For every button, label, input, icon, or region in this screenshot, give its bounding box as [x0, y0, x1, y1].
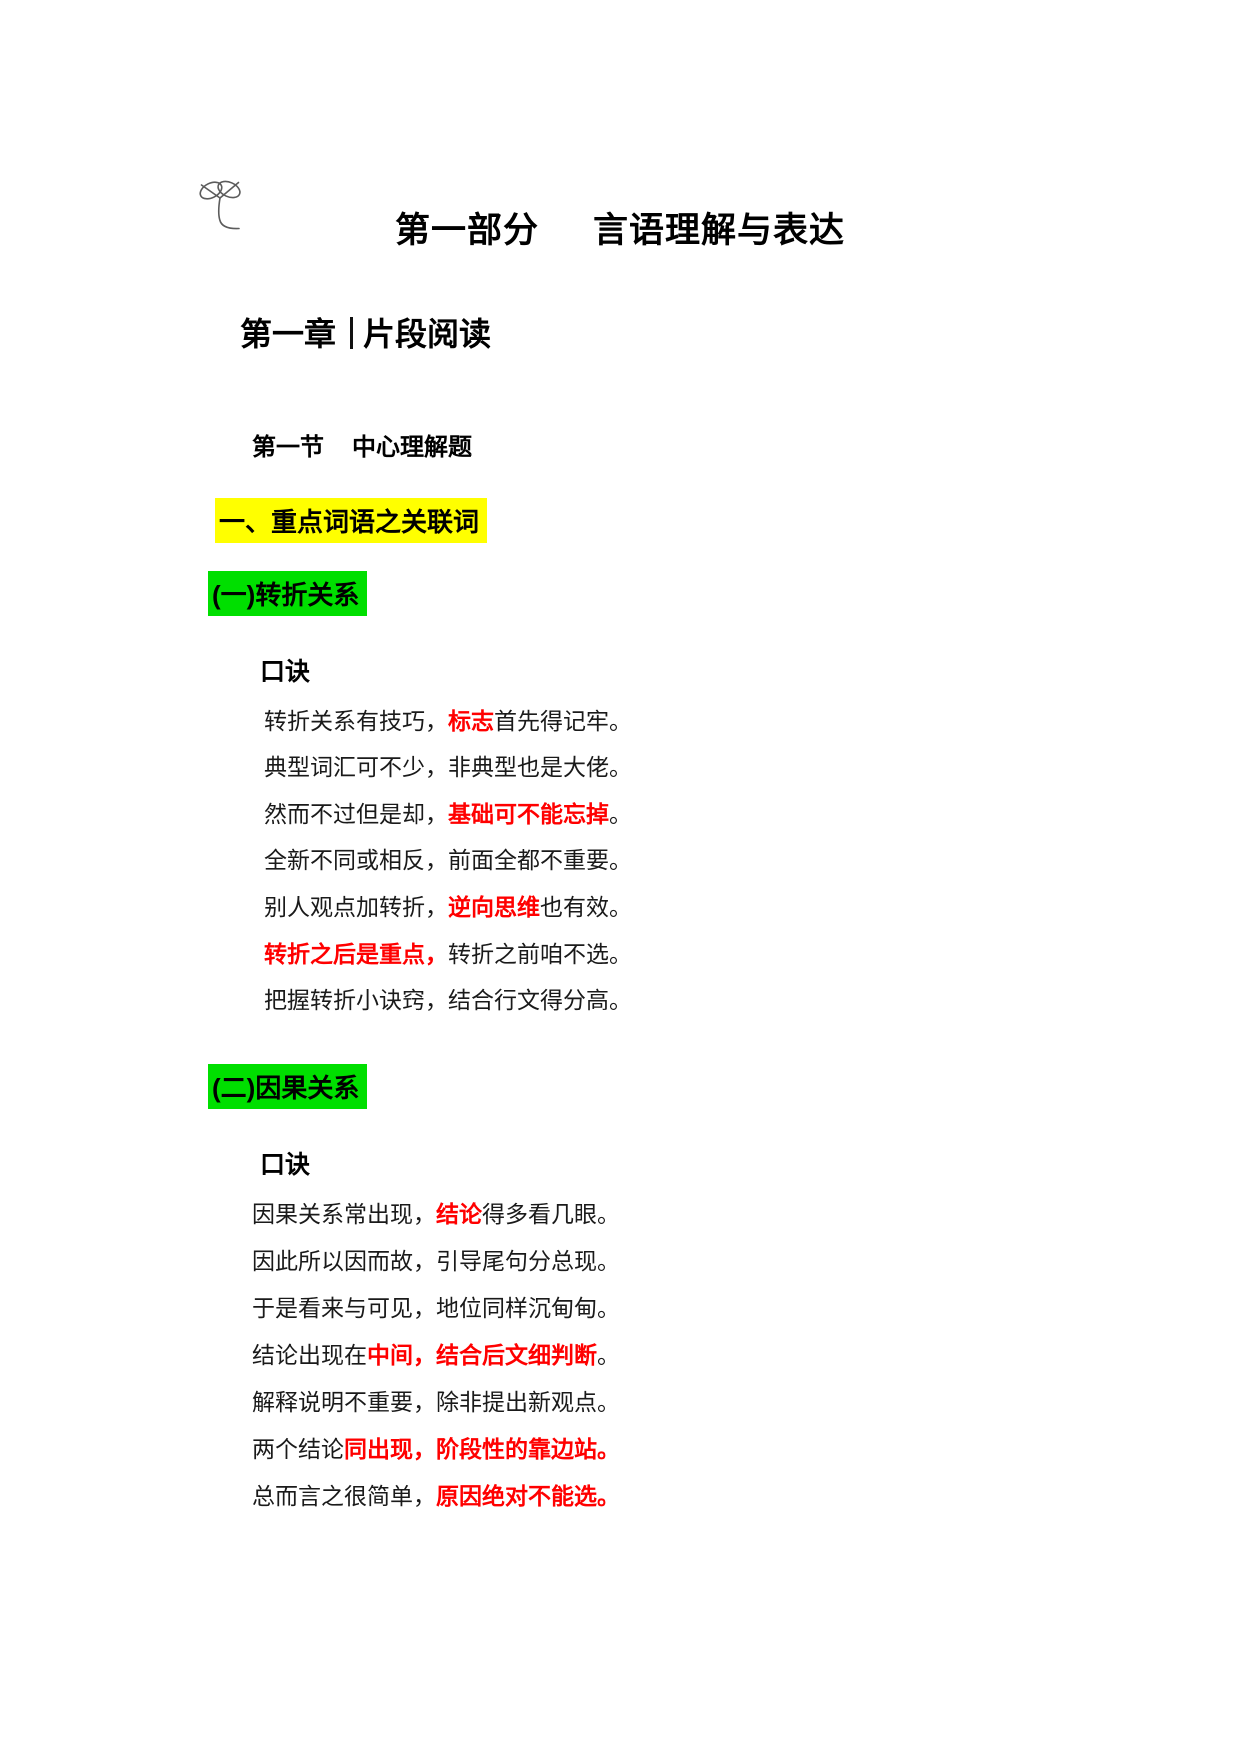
page-title-part2: 言语理解与表达: [593, 211, 846, 250]
section-heading: 第一节 中心理解题: [252, 427, 1240, 462]
mantra-line: 解释说明不重要，除非提出新观点。: [252, 1379, 1240, 1426]
mantra-keyword: 逆向思维: [448, 894, 540, 920]
mantra-keyword: 原因绝对不能选。: [436, 1483, 620, 1509]
mantra-keyword: 标志: [448, 708, 494, 734]
mantra-line: 典型词汇可不少，非典型也是大佬。: [264, 745, 1240, 791]
mantra-line: 因果关系常出现，结论得多看几眼。: [252, 1191, 1240, 1238]
mantra-text: 两个结论: [252, 1437, 344, 1462]
topic-heading: 一、重点词语之关联词: [215, 498, 488, 543]
mantra-line: 结论出现在中间，结合后文细判断。: [252, 1332, 1240, 1379]
mantra-line: 因此所以因而故，引导尾句分总现。: [252, 1238, 1240, 1285]
mantra-keyword: 同出现，阶段性的靠边站。: [344, 1436, 620, 1462]
subsection-heading-causal: (二)因果关系: [208, 1064, 368, 1109]
subsection-transition-relation: (一)转折关系 口诀 转折关系有技巧，标志首先得记牢。典型词汇可不少，非典型也是…: [0, 571, 1240, 1024]
mantra-text: 因果关系常出现，: [252, 1202, 436, 1227]
chapter-heading: 第一章片段阅读: [240, 309, 1240, 355]
mantra-text: 转折之前咱不选。: [448, 942, 632, 967]
mantra-text: 因此所以因而故，引导尾句分总现。: [252, 1249, 620, 1274]
mantra-text: 首先得记牢。: [494, 709, 632, 734]
mantra-text: 转折关系有技巧，: [264, 709, 448, 734]
mantra-text: 于是看来与可见，地位同样沉甸甸。: [252, 1296, 620, 1321]
mantra-keyword: 中间，结合后文细判断: [367, 1342, 597, 1368]
mantra-text: 把握转折小诀窍，结合行文得分高。: [264, 988, 632, 1013]
mantra-keyword: 转折之后是重点，: [264, 941, 448, 967]
mantra-label-causal: 口诀: [260, 1151, 311, 1179]
subsection-causal-relation: (二)因果关系 口诀 因果关系常出现，结论得多看几眼。因此所以因而故，引导尾句分…: [0, 1064, 1240, 1520]
section-number: 第一节: [252, 434, 324, 461]
mantra-keyword: 结论: [436, 1201, 482, 1227]
document-page: 第一部分言语理解与表达 第一章片段阅读 第一节中心理解题 一、重点词语之关联词 …: [0, 0, 1240, 1520]
sprout-icon: [198, 176, 242, 244]
mantra-text: 别人观点加转折，: [264, 895, 448, 920]
mantra-text: 也有效。: [540, 895, 632, 920]
mantra-poem-causal: 因果关系常出现，结论得多看几眼。因此所以因而故，引导尾句分总现。于是看来与可见，…: [252, 1191, 1240, 1520]
chapter-name: 片段阅读: [363, 316, 492, 352]
mantra-line: 然而不过但是却，基础可不能忘掉。: [264, 791, 1240, 838]
mantra-line: 总而言之很简单，原因绝对不能选。: [252, 1473, 1240, 1520]
mantra-text: 然而不过但是却，: [264, 802, 448, 827]
chapter-number: 第一章: [240, 316, 337, 352]
mantra-text: 典型词汇可不少，非典型也是大佬。: [264, 755, 632, 780]
mantra-text: 。: [597, 1343, 620, 1368]
mantra-line: 别人观点加转折，逆向思维也有效。: [264, 884, 1240, 931]
subsection-heading-transition: (一)转折关系: [208, 571, 368, 616]
mantra-text: 结论出现在: [252, 1343, 367, 1368]
mantra-line: 转折关系有技巧，标志首先得记牢。: [264, 698, 1240, 745]
chapter-divider: [350, 317, 354, 349]
mantra-text: 解释说明不重要，除非提出新观点。: [252, 1390, 620, 1415]
mantra-line: 于是看来与可见，地位同样沉甸甸。: [252, 1285, 1240, 1332]
mantra-label-transition: 口诀: [260, 658, 311, 686]
mantra-text: 总而言之很简单，: [252, 1484, 436, 1509]
page-title: 第一部分 言语理解与表达: [0, 0, 1240, 253]
mantra-line: 把握转折小诀窍，结合行文得分高。: [264, 978, 1240, 1024]
mantra-text: 全新不同或相反，前面全都不重要。: [264, 848, 632, 873]
mantra-text: 。: [609, 802, 632, 827]
mantra-keyword: 基础可不能忘掉: [448, 801, 609, 827]
mantra-line: 全新不同或相反，前面全都不重要。: [264, 838, 1240, 884]
mantra-poem-transition: 转折关系有技巧，标志首先得记牢。典型词汇可不少，非典型也是大佬。然而不过但是却，…: [264, 698, 1240, 1024]
mantra-text: 得多看几眼。: [482, 1202, 620, 1227]
mantra-line: 转折之后是重点，转折之前咱不选。: [264, 931, 1240, 978]
section-name: 中心理解题: [352, 434, 472, 461]
page-title-part1: 第一部分: [394, 211, 539, 250]
mantra-line: 两个结论同出现，阶段性的靠边站。: [252, 1426, 1240, 1473]
